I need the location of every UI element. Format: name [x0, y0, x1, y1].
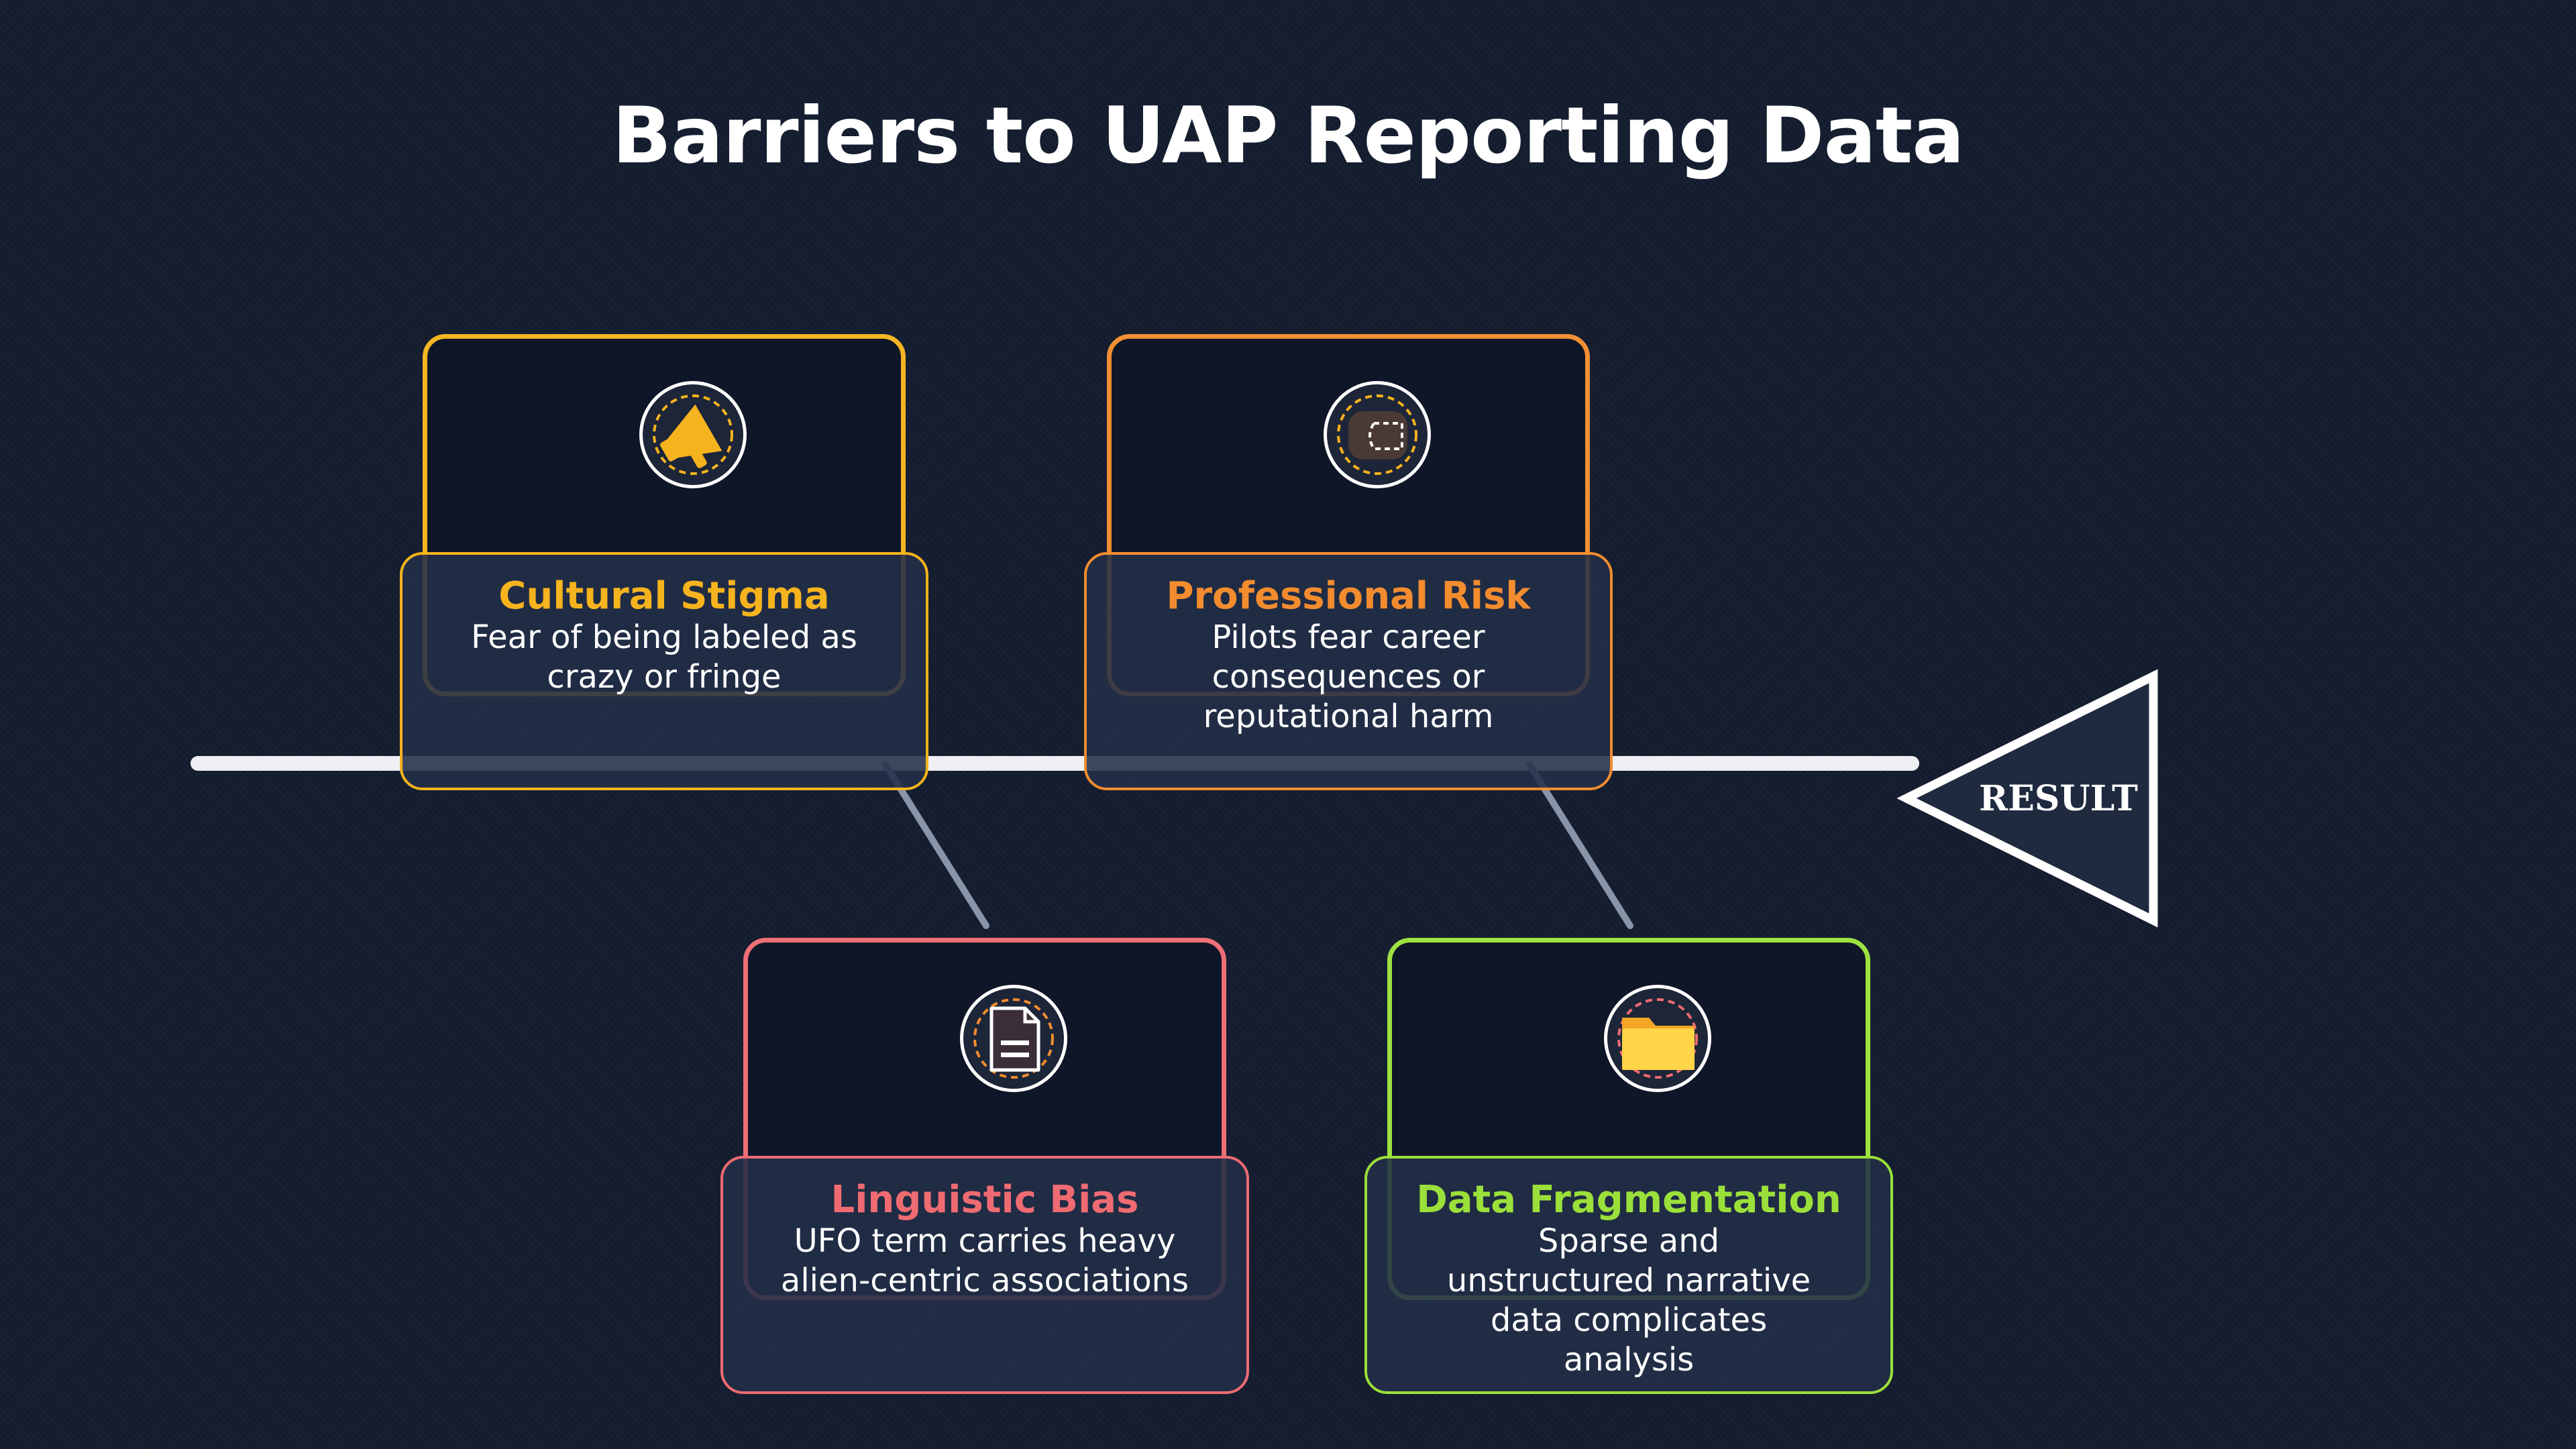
icon-badge — [960, 985, 1067, 1092]
card-label-panel: Data Fragmentation Sparse and unstructur… — [1364, 1156, 1893, 1394]
icon-badge — [1604, 985, 1711, 1092]
cause-description: Sparse and unstructured narrative data c… — [1446, 1222, 1811, 1379]
result-label: RESULT — [1979, 778, 2138, 819]
result-head-triangle — [1896, 669, 2158, 928]
cause-description: UFO term carries heavy alien-centric ass… — [780, 1222, 1189, 1299]
card-label-panel: Professional Risk Pilots fear career con… — [1084, 552, 1613, 790]
wallet-icon — [1337, 394, 1417, 475]
page-title: Barriers to UAP Reporting Data — [612, 91, 1965, 181]
document-icon — [973, 998, 1054, 1079]
cause-description: Pilots fear career consequences or reput… — [1203, 619, 1494, 735]
bone-connector-linguistic-bias — [882, 761, 989, 929]
icon-badge — [1324, 381, 1431, 488]
card-label-panel: Cultural Stigma Fear of being labeled as… — [400, 552, 928, 790]
cause-title: Professional Risk — [1166, 574, 1531, 618]
cause-title: Cultural Stigma — [498, 574, 830, 618]
cause-description: Fear of being labeled as crazy or fringe — [471, 619, 857, 696]
cause-title: Data Fragmentation — [1416, 1178, 1841, 1222]
icon-badge — [639, 381, 747, 488]
card-label-panel: Linguistic Bias UFO term carries heavy a… — [720, 1156, 1249, 1394]
bone-connector-data-fragmentation — [1526, 761, 1633, 929]
megaphone-icon — [653, 394, 733, 475]
cause-title: Linguistic Bias — [830, 1178, 1139, 1222]
folder-icon — [1617, 998, 1698, 1079]
